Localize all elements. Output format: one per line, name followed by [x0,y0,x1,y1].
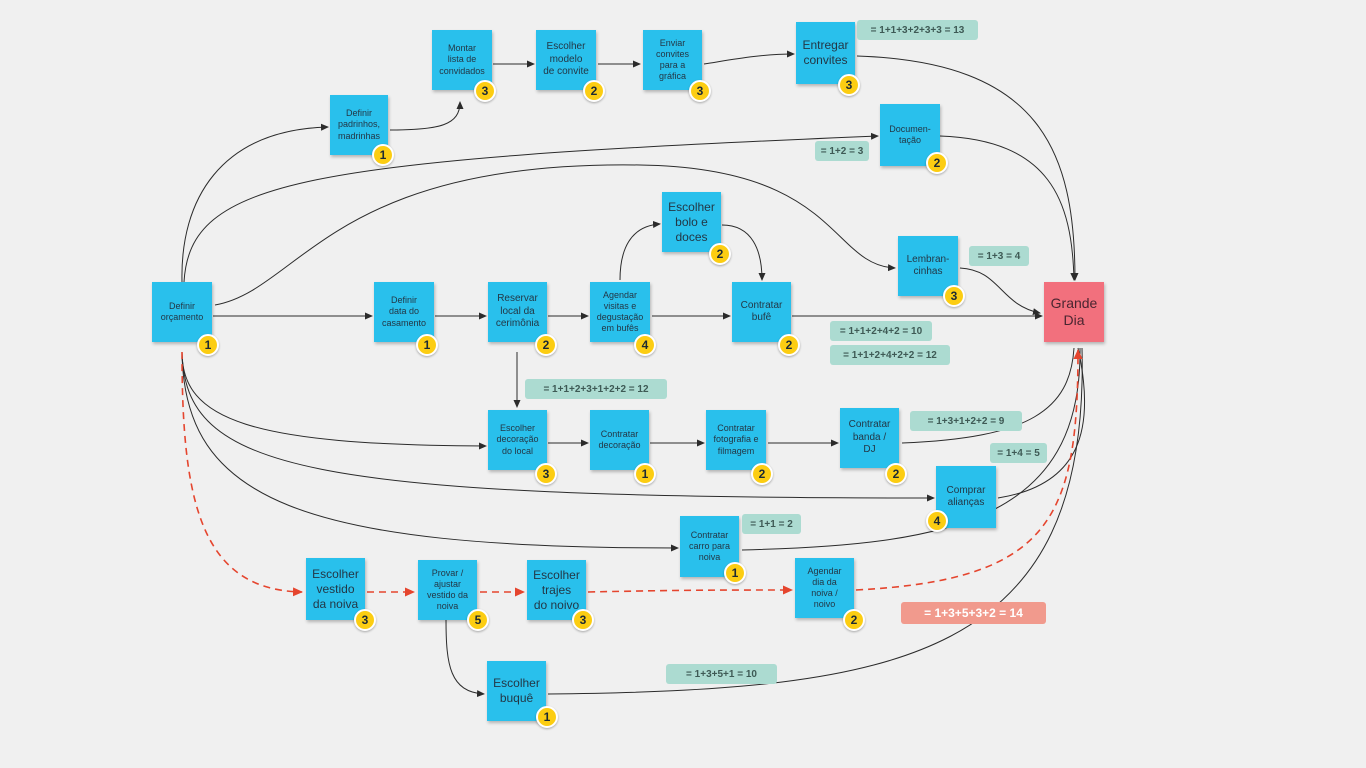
edge-banda-grandedia [901,347,1075,444]
badge-contratar-fotografia: 2 [751,463,773,485]
badge-contratar-decoracao: 1 [634,463,656,485]
badge-definir-orcamento: 1 [197,334,219,356]
sum-banda: = 1+3+1+2+2 = 9 [910,411,1022,431]
note-reservar-local[interactable]: Reservar local da cerimônia [488,282,547,342]
badge-provar-vestido: 5 [467,609,489,631]
note-definir-orcamento[interactable]: Definir orçamento [152,282,212,342]
sum-buque: = 1+3+5+1 = 10 [666,664,777,684]
sum-aliancas: = 1+4 = 5 [990,443,1047,463]
badge-definir-data: 1 [416,334,438,356]
edge-enviar-entregar [703,50,795,65]
edge-orcamento-aliancas [181,351,935,502]
edge-visitas-bolo [619,220,661,281]
note-enviar-convites[interactable]: Enviar convites para a gráfica [643,30,702,90]
note-contratar-decoracao[interactable]: Contratar decoração [590,410,649,470]
sum-bufe-a: = 1+1+2+4+2 = 10 [830,321,932,341]
edge-lembrancinhas-grandedia [959,267,1041,316]
sum-documentacao: = 1+2 = 3 [815,141,869,161]
badge-agendar-dia-noiva: 2 [843,609,865,631]
note-grande-dia[interactable]: Grande Dia [1044,282,1104,342]
badge-escolher-bolo: 2 [709,243,731,265]
badge-contratar-carro: 1 [724,562,746,584]
sum-caminho-critico: = 1+3+5+3+2 = 14 [901,602,1046,624]
note-agendar-visitas[interactable]: Agendar visitas e degustação em bufês [590,282,650,342]
badge-comprar-aliancas: 4 [926,510,948,532]
note-contratar-bufe[interactable]: Contratar bufê [732,282,791,342]
badge-agendar-visitas: 4 [634,334,656,356]
badge-montar-lista: 3 [474,80,496,102]
note-provar-vestido[interactable]: Provar / ajustar vestido da noiva [418,560,477,620]
edge-aliancas-grandedia [997,347,1086,499]
edge-documentacao-grandedia [939,135,1078,281]
note-escolher-bolo[interactable]: Escolher bolo e doces [662,192,721,252]
sum-bufe-b: = 1+1+2+4+2+2 = 12 [830,345,950,365]
note-escolher-buque[interactable]: Escolher buquê [487,661,546,721]
badge-escolher-decoracao: 3 [535,463,557,485]
badge-contratar-bufe: 2 [778,334,800,356]
sum-lembrancinhas: = 1+3 = 4 [969,246,1029,266]
sum-decoracao: = 1+1+2+3+1+2+2 = 12 [525,379,667,399]
sum-carro: = 1+1 = 2 [742,514,801,534]
edge-orcamento-carro [181,351,679,552]
badge-reservar-local: 2 [535,334,557,356]
edge-entregar-grandedia [856,55,1079,281]
note-escolher-decoracao[interactable]: Escolher decoração do local [488,410,547,470]
badge-documentacao: 2 [926,152,948,174]
note-agendar-dia-noiva[interactable]: Agendar dia da noiva / noivo [795,558,854,618]
edge-provar-buque [445,619,485,698]
edge-orcamento-lembrancinhas [214,164,896,306]
note-escolher-vestido[interactable]: Escolher vestido da noiva [306,558,365,620]
edge-orcamento-decoracao [181,351,487,450]
badge-escolher-modelo: 2 [583,80,605,102]
note-comprar-aliancas[interactable]: Comprar alianças [936,466,996,528]
note-contratar-fotografia[interactable]: Contratar fotografia e filmagem [706,410,766,470]
note-entregar-convites[interactable]: Entregar convites [796,22,855,84]
critical-orcamento-vestido [181,351,303,597]
badge-definir-padrinhos: 1 [372,144,394,166]
badge-enviar-convites: 3 [689,80,711,102]
edge-orcamento-padrinhos [181,123,329,283]
critical-agendar-grandedia [855,349,1083,591]
edge-padrinhos-lista [389,101,464,131]
sum-convites: = 1+1+3+2+3+3 = 13 [857,20,978,40]
edge-orcamento-documentacao [183,132,879,283]
note-contratar-banda[interactable]: Contratar banda / DJ [840,408,899,468]
badge-contratar-banda: 2 [885,463,907,485]
critical-trajes-agendar [587,585,793,595]
note-escolher-modelo[interactable]: Escolher modelo de convite [536,30,596,90]
badge-entregar-convites: 3 [838,74,860,96]
badge-lembrancinhas: 3 [943,285,965,307]
edge-bolo-bufe [721,224,766,281]
badge-escolher-buque: 1 [536,706,558,728]
badge-escolher-trajes: 3 [572,609,594,631]
note-definir-data[interactable]: Definir data do casamento [374,282,434,342]
edge-buque-grandedia [547,347,1083,695]
badge-escolher-vestido: 3 [354,609,376,631]
